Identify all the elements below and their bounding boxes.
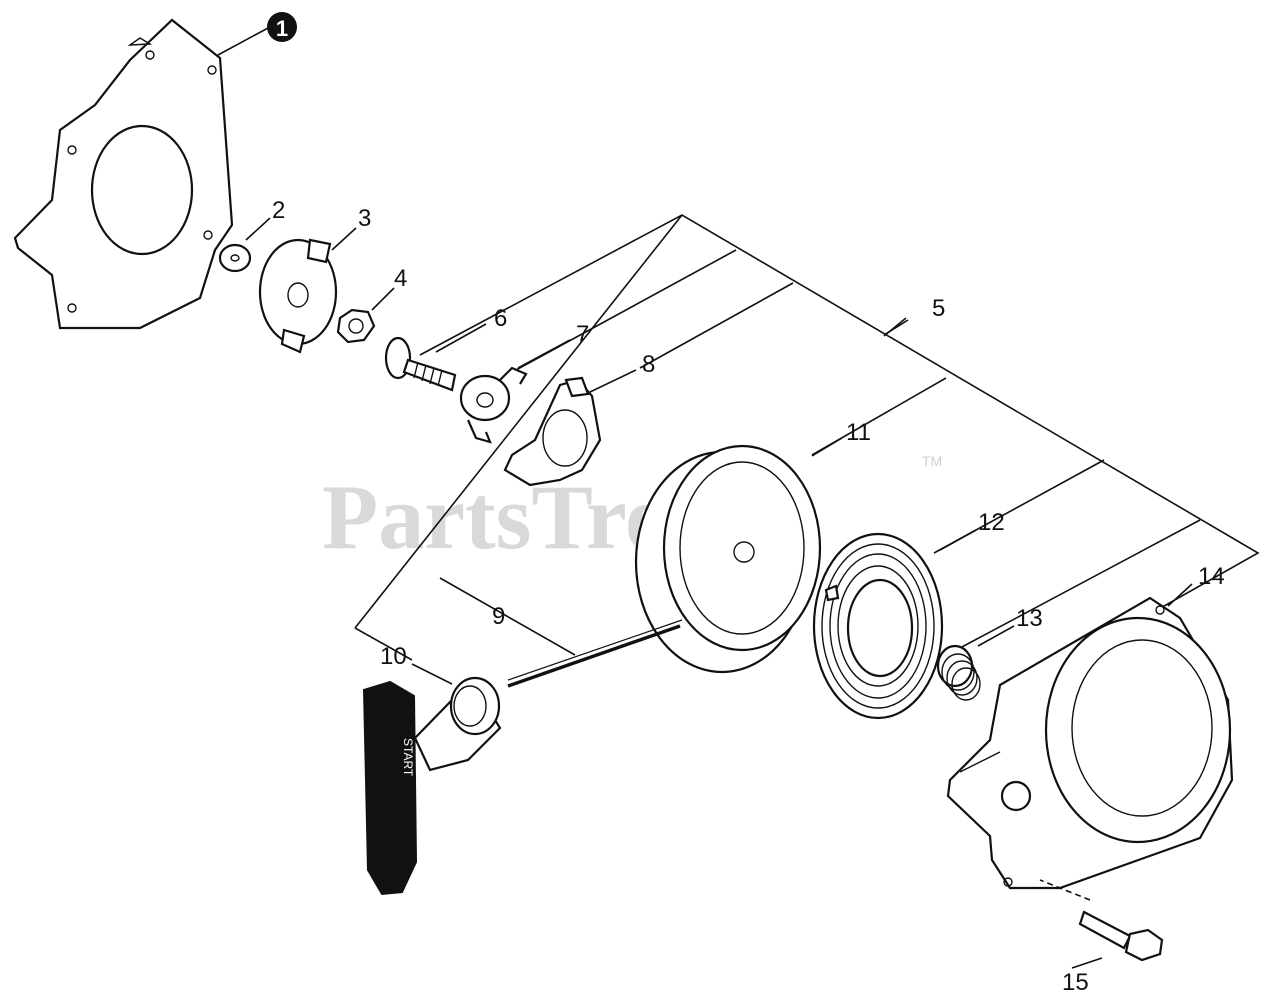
callouts: 1 2 3 4 5 6 7 8 9 10 11 12 13 14 15 — [267, 12, 1225, 996]
callout-9: 9 — [492, 603, 505, 630]
callout-1: 1 — [276, 16, 288, 41]
callout-1-circle — [267, 12, 297, 42]
part-3-pawl-plate — [258, 238, 338, 354]
callout-10: 10 — [380, 643, 407, 670]
callout-15: 15 — [1062, 969, 1089, 996]
part-4-nut — [336, 308, 376, 344]
handle-grip — [362, 680, 418, 896]
part-13-coil-spring — [936, 644, 981, 701]
callout-13: 13 — [1016, 605, 1043, 632]
part-6-bolt — [384, 336, 457, 392]
assembly-bracket-5 — [354, 214, 1260, 661]
part-15-screw — [1078, 910, 1164, 962]
callout-2: 2 — [272, 197, 285, 224]
watermark-trademark: TM — [922, 453, 942, 469]
handle-start-text: START — [401, 738, 415, 777]
callout-6: 6 — [494, 305, 507, 332]
part-11-reel — [634, 444, 822, 674]
leader-lines — [217, 27, 1193, 969]
callout-8: 8 — [642, 351, 655, 378]
callout-12: 12 — [978, 509, 1005, 536]
part-2-washer — [218, 243, 252, 273]
callout-7: 7 — [576, 321, 589, 348]
callout-5: 5 — [932, 295, 945, 322]
callout-11: 11 — [846, 419, 871, 446]
part-14-starter-case — [946, 596, 1234, 890]
part-9-rope — [507, 619, 683, 688]
callout-14: 14 — [1198, 563, 1225, 590]
part-7-spring-clip — [459, 366, 528, 444]
callout-3: 3 — [358, 205, 371, 232]
part-10-starter-handle: START — [362, 676, 502, 896]
part-12-recoil-spring — [812, 532, 944, 720]
part-1-back-plate — [13, 18, 234, 330]
part-8-ratchet — [503, 376, 602, 487]
callout-4: 4 — [394, 265, 407, 292]
